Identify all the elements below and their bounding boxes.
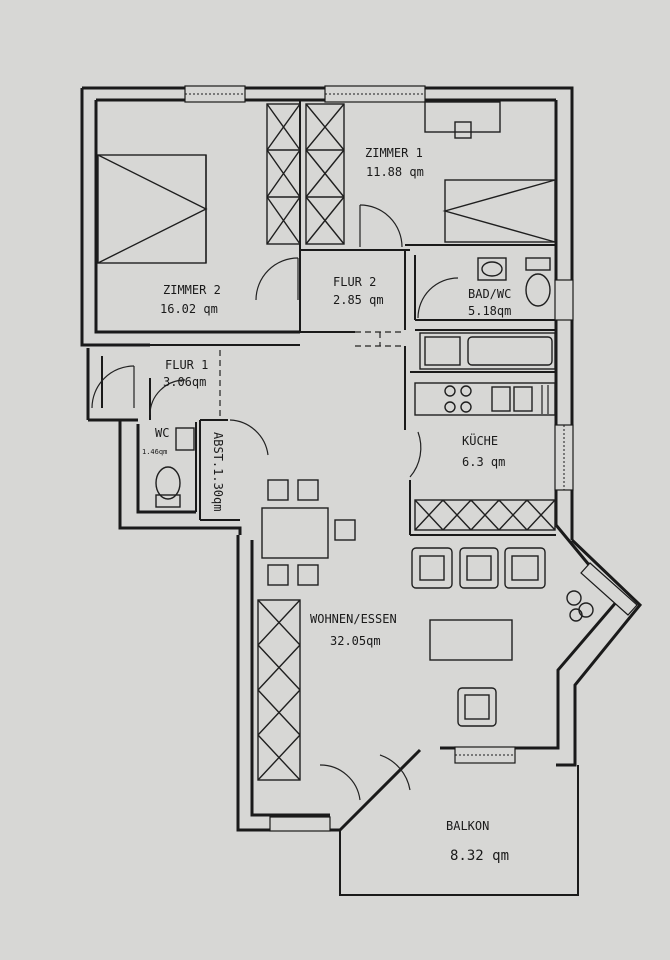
desk-zimmer1 [424,101,501,139]
label-zimmer1-area: 11.88 qm [366,165,424,179]
label-kueche-area: 6.3 qm [462,455,505,469]
label-bad-area: 5.18qm [468,304,511,318]
label-wc-area: 1.46qm [142,448,167,456]
label-balkon-name: BALKON [446,819,489,833]
label-wc-name: WC [155,426,169,440]
wardrobe-zimmer2 [266,103,301,245]
label-wohnen-name: WOHNEN/ESSEN [310,612,397,626]
label-bad-name: BAD/WC [468,287,511,301]
room-labels: ZIMMER 1 11.88 qm ZIMMER 2 16.02 qm FLUR… [142,146,511,864]
balkon-outline [339,765,579,896]
label-balkon-area: 8.32 qm [450,848,509,864]
bed-zimmer2 [97,154,208,264]
label-flur1-area: 3.06qm [163,375,206,389]
label-zimmer2-area: 16.02 qm [160,302,218,316]
windows [184,85,638,832]
wardrobe-zimmer1 [305,103,345,245]
label-zimmer1-name: ZIMMER 1 [365,146,423,160]
label-flur1-name: FLUR 1 [165,358,208,372]
wc-fixtures [155,427,195,508]
label-zimmer2-name: ZIMMER 2 [163,283,221,297]
bath-fixtures [419,257,556,370]
bed-zimmer1 [442,179,556,243]
kitchen-counter-lower [414,499,556,531]
dining-set [261,479,356,586]
kitchen-fixtures [414,382,556,416]
doors [91,204,459,801]
label-flur2-name: FLUR 2 [333,275,376,289]
label-kueche-name: KÜCHE [462,432,498,448]
label-wohnen-area: 32.05qm [330,634,381,648]
sofa-set [411,547,594,727]
label-abst: ABST.1.30qm [211,432,225,511]
label-flur2-area: 2.85 qm [333,293,384,307]
wardrobe-wohnen [257,599,301,781]
